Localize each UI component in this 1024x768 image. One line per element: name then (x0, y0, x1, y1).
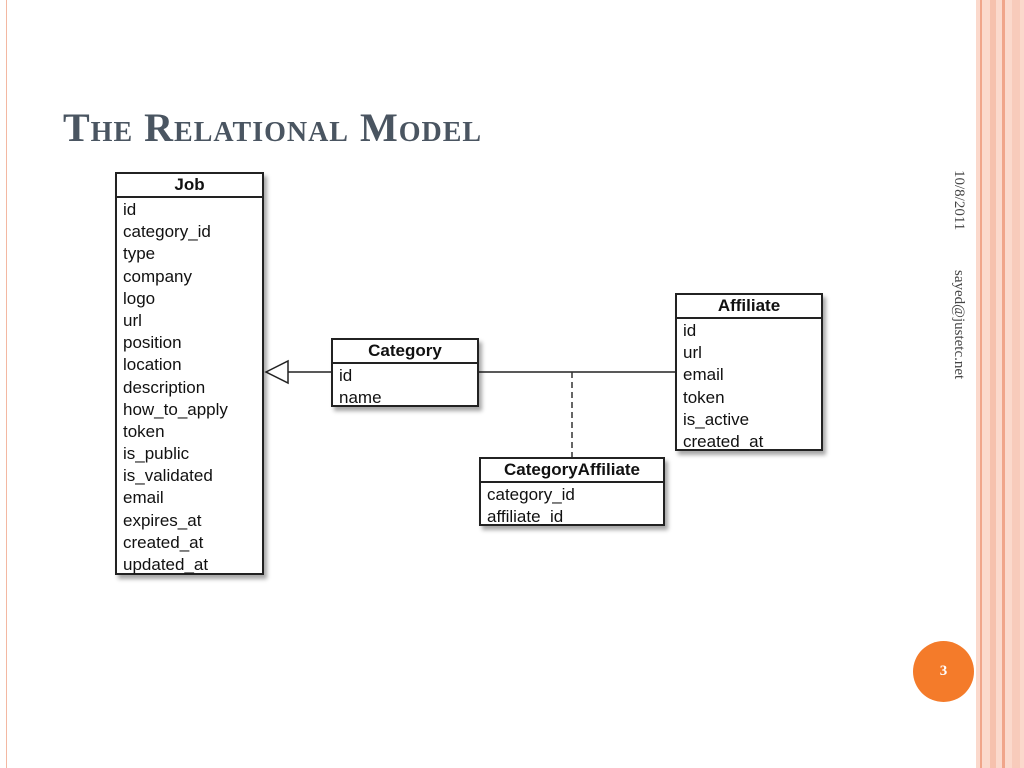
left-border-line (6, 0, 7, 768)
job-field: company (123, 266, 192, 286)
affiliate-entity: Affiliate id url email token is_active c… (675, 293, 823, 451)
job-field: position (123, 333, 182, 353)
category-affiliate-entity: CategoryAffiliate category_id affiliate_… (479, 457, 665, 526)
category-entity-title: Category (333, 340, 477, 364)
job-field: category_id (123, 222, 211, 242)
inheritance-triangle-icon (264, 359, 289, 385)
affiliate-field: id (683, 321, 697, 340)
job-field: created_at (123, 532, 204, 552)
job-field: location (123, 355, 182, 375)
job-field: is_validated (123, 466, 213, 486)
affiliate-entity-title: Affiliate (677, 295, 821, 319)
category-affiliate-field: affiliate_id (487, 507, 564, 527)
job-fields: id category_id type company logo url pos… (117, 198, 262, 576)
affiliate-fields: id url email token is_active created_at (677, 319, 821, 453)
job-field: expires_at (123, 510, 202, 530)
job-field: is_public (123, 444, 190, 464)
job-field: updated_at (123, 555, 209, 574)
category-affiliate-field: category_id (487, 485, 575, 504)
job-field: how_to_apply (123, 399, 228, 419)
job-field: email (123, 488, 164, 508)
page-number-badge: 3 (913, 641, 974, 702)
job-field: description (123, 377, 206, 397)
affiliate-field: url (683, 343, 702, 363)
job-field: logo (123, 288, 156, 308)
category-entity: Category id name (331, 338, 479, 407)
category-affiliate-entity-title: CategoryAffiliate (481, 459, 663, 483)
right-decorative-band (976, 0, 1024, 768)
affiliate-field: created_at (683, 431, 764, 451)
slide-author: sayed@justetc.net (951, 270, 967, 380)
slide-date: 10/8/2011 (951, 170, 967, 231)
category-field: name (339, 388, 382, 408)
page-number: 3 (939, 663, 948, 679)
affiliate-field: token (683, 387, 725, 407)
job-field: token (123, 421, 165, 441)
category-field: id (339, 366, 353, 385)
category-fields: id name (333, 364, 477, 409)
affiliate-field: is_active (683, 409, 750, 429)
affiliate-field: email (683, 365, 724, 385)
job-field: type (123, 244, 156, 264)
job-field: url (123, 310, 142, 330)
job-entity: Job id category_id type company logo url… (115, 172, 264, 575)
job-entity-title: Job (117, 174, 262, 198)
job-field: id (123, 200, 137, 219)
slide-title: The Relational Model (63, 105, 483, 150)
category-affiliate-fields: category_id affiliate_id (481, 483, 663, 528)
